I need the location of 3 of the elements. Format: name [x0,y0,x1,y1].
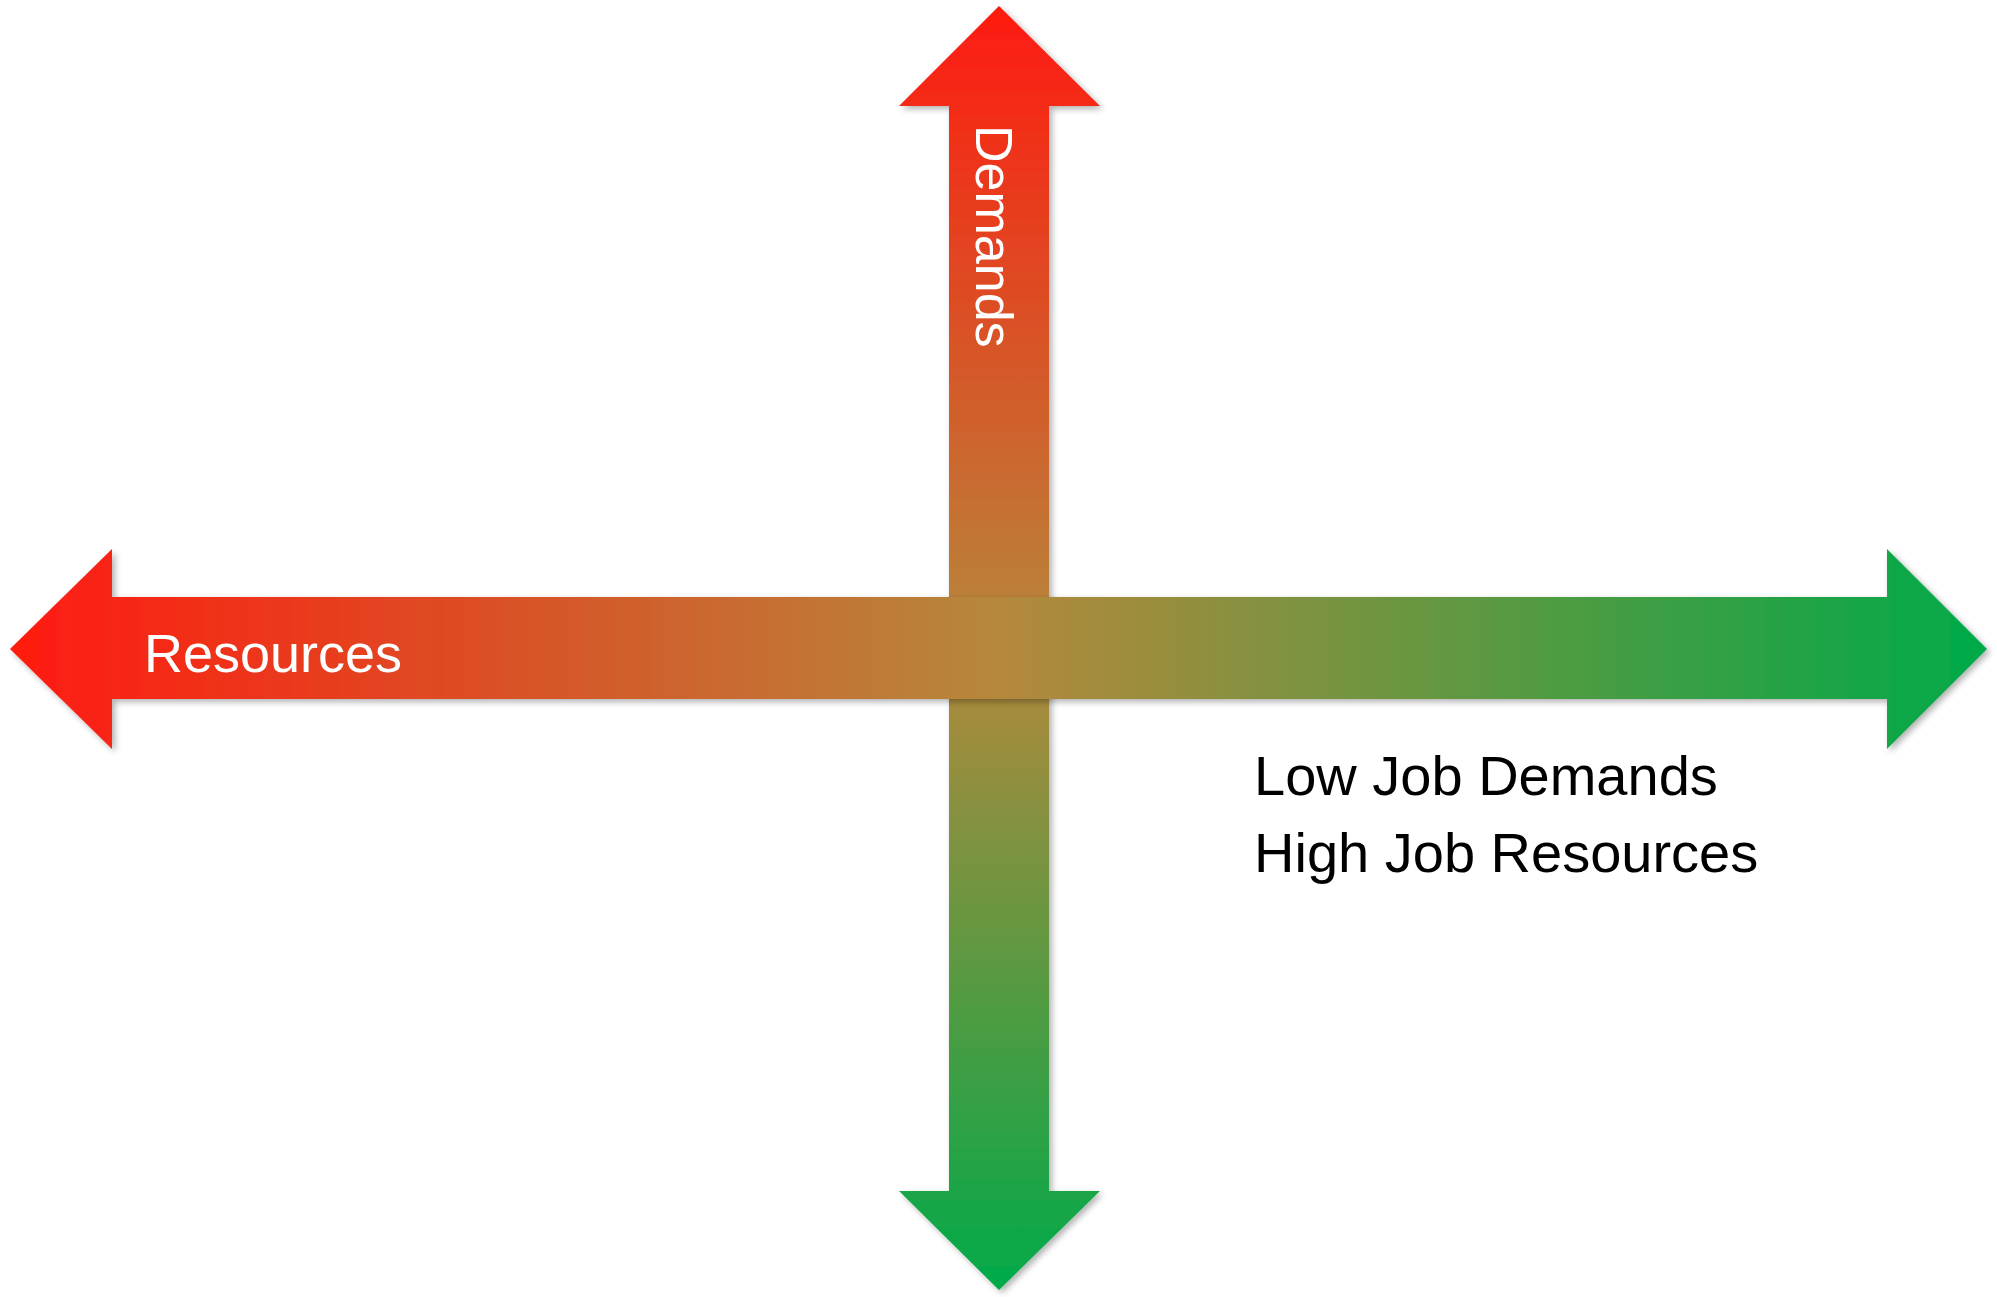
axis-label: Demands [968,125,1020,348]
quadrant-label: Low Job Demands [1254,748,1718,804]
axis-label: Resources [144,626,403,680]
